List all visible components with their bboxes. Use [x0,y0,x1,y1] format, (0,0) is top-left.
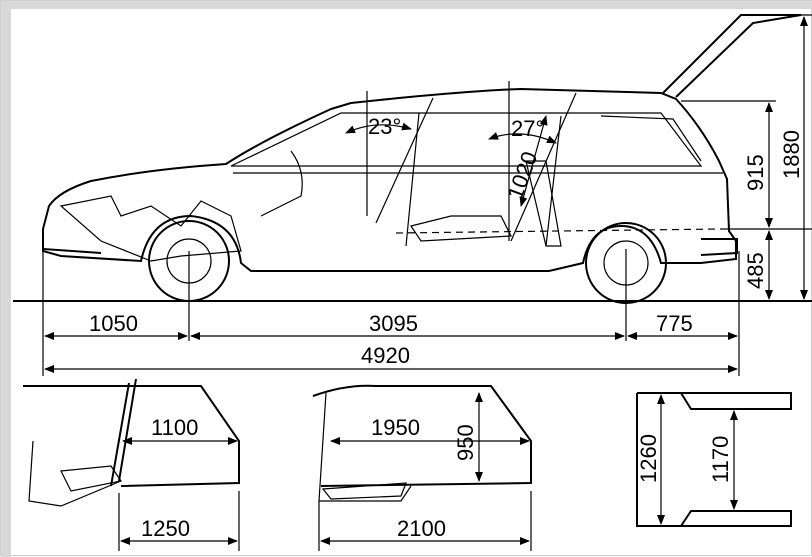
cargo-seats-down-view [312,384,532,551]
cargo-seats-up-seat [60,465,122,492]
front-overhang-label: 1050 [89,311,138,336]
front-bumper [42,229,102,254]
car-body-outline [42,87,737,272]
wheelbase-label: 3095 [369,311,418,336]
car-side-view [13,14,812,304]
overall-length-label: 4920 [361,343,410,368]
steering-wheel [260,150,303,217]
cargo-seats-up-view [23,378,240,551]
car-b-pillar [405,112,420,247]
car-window-line [230,112,703,167]
cargo-seats-down-seat [321,482,407,500]
front-seatback-line [375,97,434,224]
rear-bumper [700,238,738,256]
cargo-seats-up-seatback [110,378,137,487]
ground-clearance-label: 485 [743,252,768,289]
rear-seat-height-label: 1020 [502,148,542,203]
cargo-seats-up-label: 1100 [151,415,198,440]
cargo-seats-down-label: 1950 [371,415,420,440]
front-angle-arc [345,122,412,134]
cargo-seats-up-total-label: 1250 [141,516,190,541]
tailgate-opening-view [636,392,792,527]
opening-inner-label: 1170 [708,436,733,483]
engine-bay [59,195,242,262]
rear-seat-angle-label: 27° [511,116,544,141]
car-rear-window [600,115,702,162]
opening-outline [636,392,792,527]
front-seat [410,215,512,242]
rear-overhang-label: 775 [656,311,693,336]
car-c-pillar [545,115,562,247]
cargo-seats-down-outline [312,384,532,487]
open-tailgate [662,14,802,98]
cargo-seats-up-outline [23,384,240,487]
left-border-strip [1,1,11,557]
opening-outer-label: 1260 [636,434,661,483]
front-seat-angle-label: 23° [368,114,401,139]
cargo-seats-up-floor [28,440,122,507]
cargo-height-label: 950 [453,424,478,461]
interior-height-label: 915 [743,154,768,191]
cargo-seats-down-front [318,392,412,502]
rear-seat-height-arrow [519,115,548,207]
cargo-seats-down-total-label: 2100 [397,516,446,541]
overall-height-label: 1880 [779,130,804,179]
top-border-strip [1,1,812,9]
